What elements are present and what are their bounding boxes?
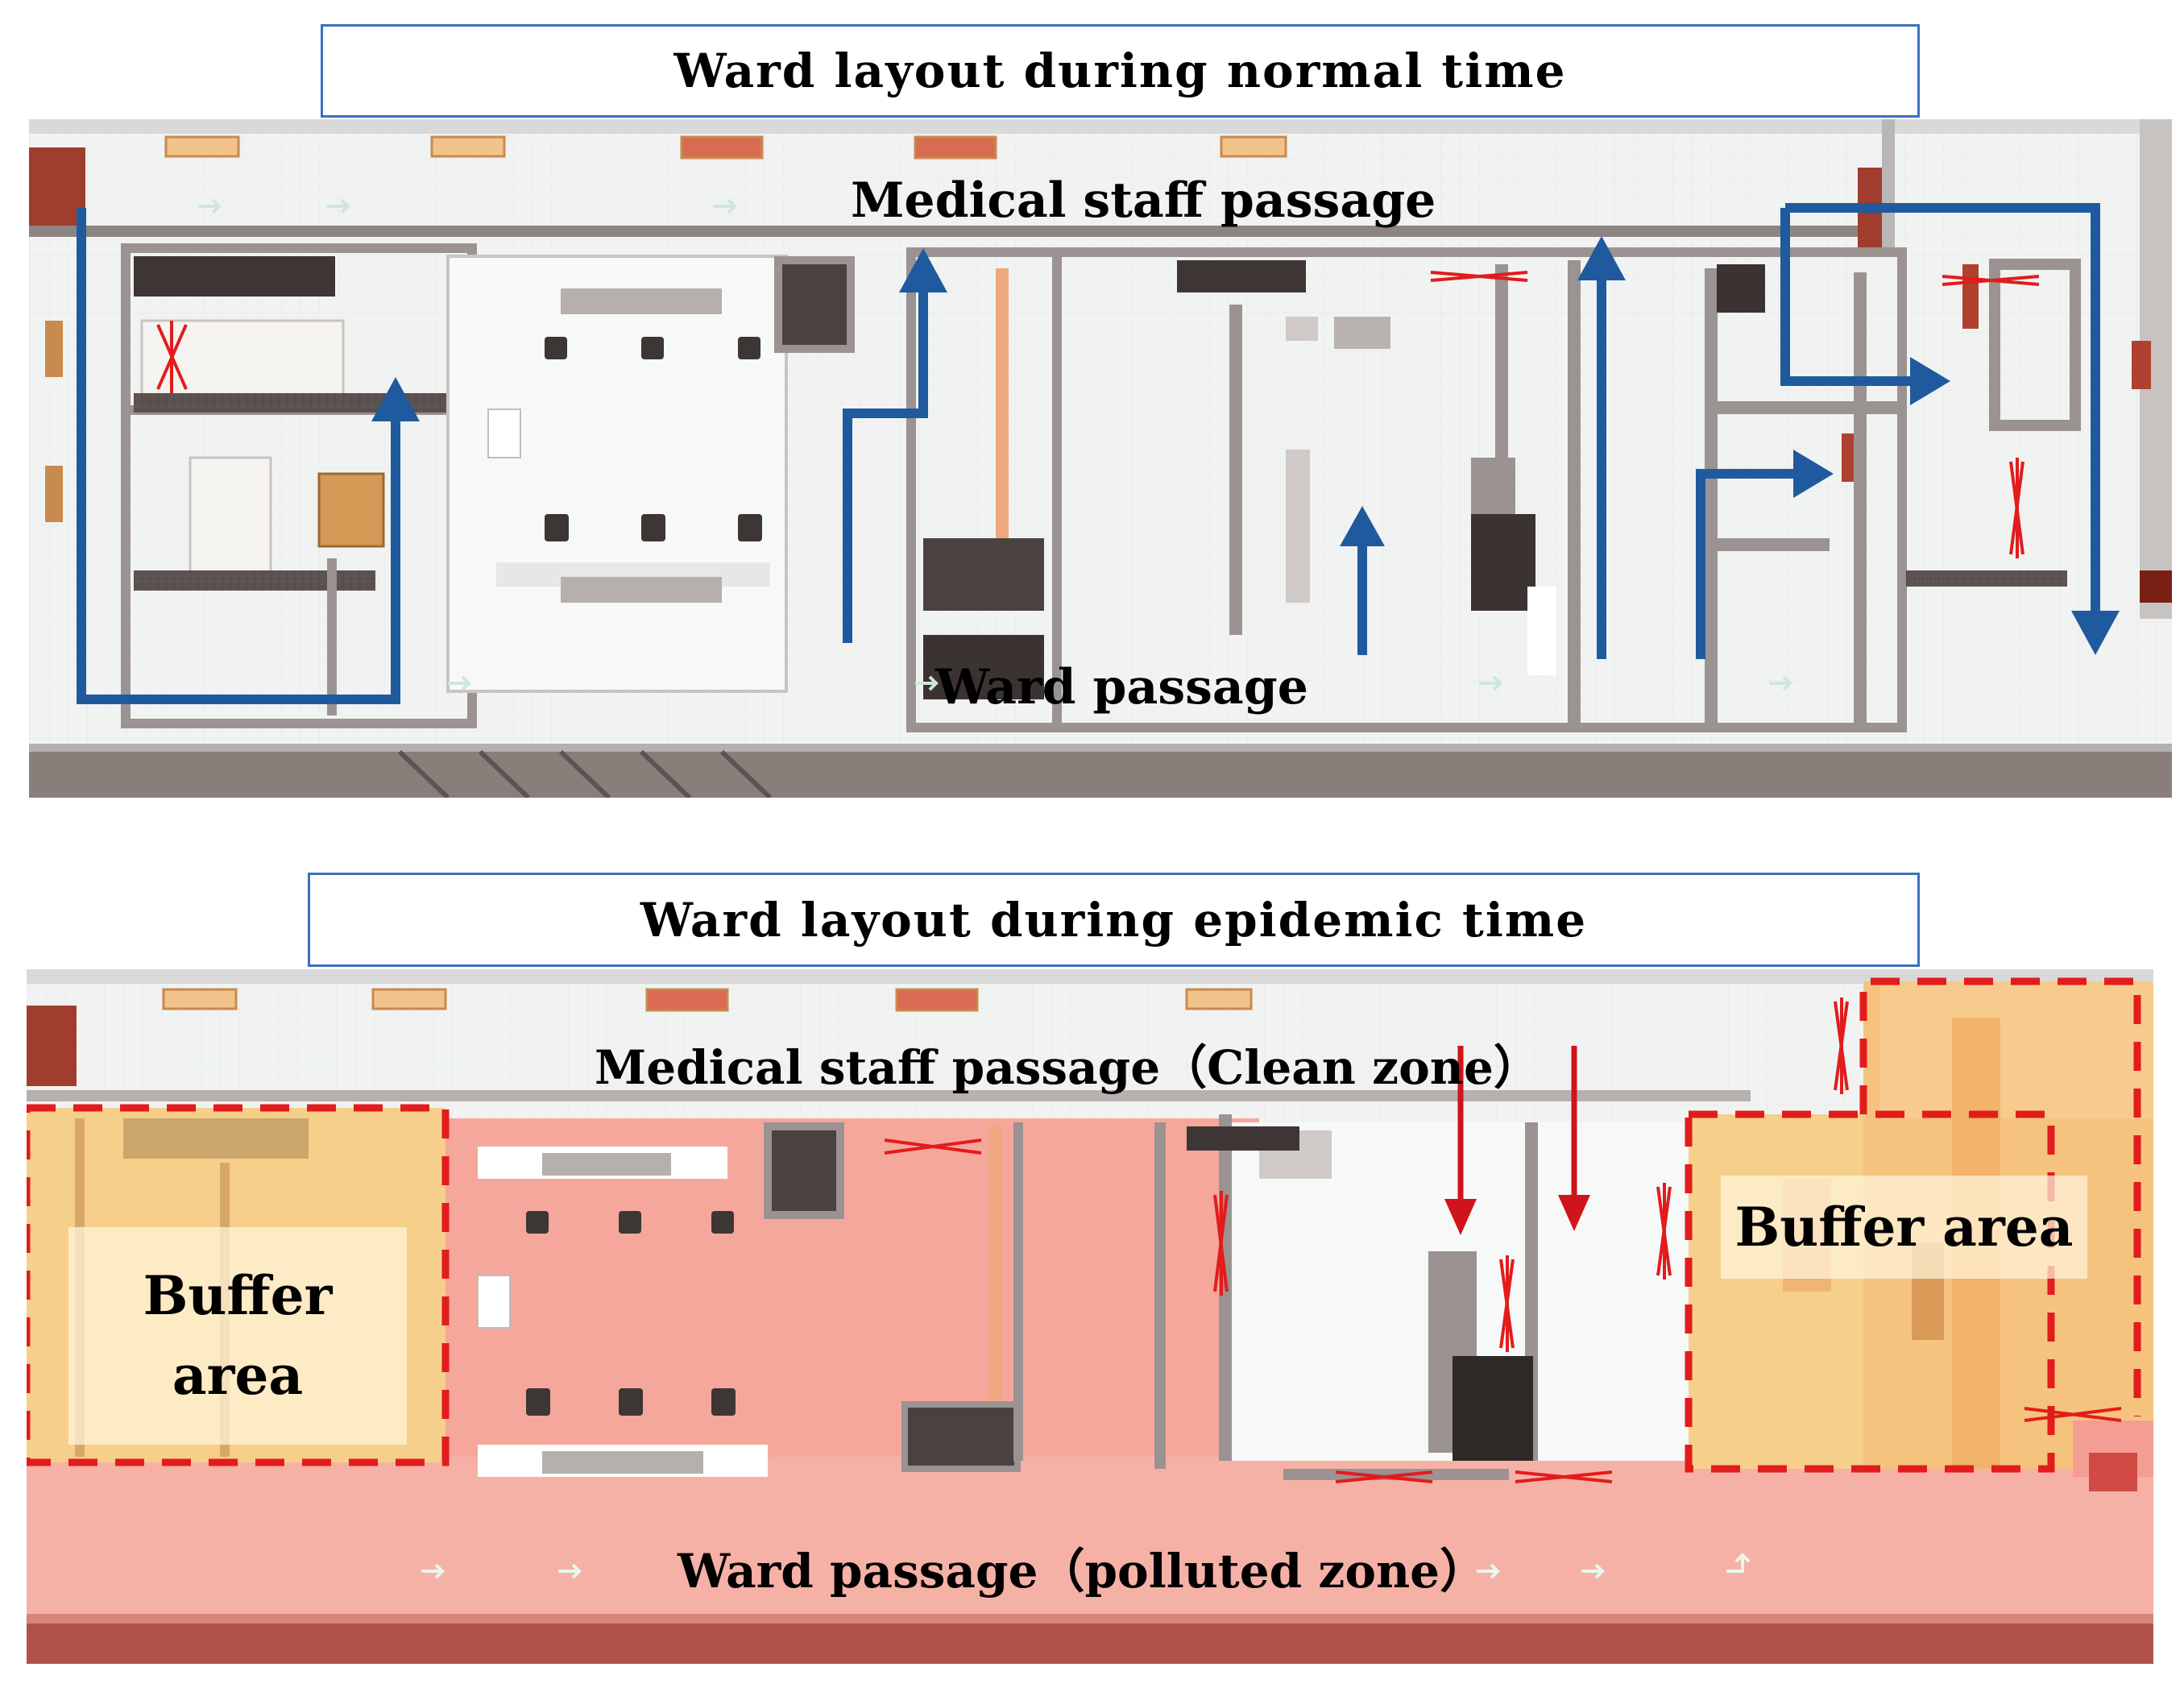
nurse-station-room	[446, 255, 788, 693]
epidemic-staff-passage-label: Medical staff passage（Clean zone）	[595, 1040, 1540, 1095]
epidemic-ward-passage-label: Ward passage（polluted zone）	[678, 1544, 1487, 1599]
left-door-icon	[29, 147, 85, 236]
left-buffer-label-card: Buffer area	[68, 1227, 407, 1445]
middle-room-block	[906, 247, 2081, 732]
closed-door-marks	[156, 271, 2040, 558]
normal-floor-plan: Medical staff passage Ward passage	[29, 119, 2172, 798]
right-buffer-label: Buffer area	[1734, 1195, 2074, 1259]
ceiling-lamps	[164, 135, 1287, 160]
epidemic-floor-plan-drawing	[27, 969, 2153, 1664]
arrowhead-icons	[371, 236, 2120, 655]
normal-ward-passage-label: Ward passage	[935, 659, 1308, 715]
normal-floor-plan-drawing	[29, 119, 2172, 798]
normal-layout-title: Ward layout during normal time	[673, 44, 1567, 98]
right-buffer-label-card: Buffer area	[1721, 1176, 2087, 1279]
epidemic-floor-plan: Buffer area Buffer area Medical staff pa…	[27, 969, 2153, 1664]
epidemic-flow-arrows	[1444, 1046, 1590, 1235]
polluted-zone	[27, 1118, 2153, 1664]
left-buffer-label-line1: Buffer	[143, 1264, 333, 1327]
epidemic-closed-marks	[884, 997, 2122, 1483]
normal-staff-passage-label: Medical staff passage	[851, 172, 1436, 229]
clean-rooms	[1187, 1114, 1714, 1480]
normal-layout-title-box: Ward layout during normal time	[321, 24, 1920, 118]
epidemic-nurse-station	[477, 1122, 1166, 1477]
epidemic-layout-title: Ward layout during epidemic time	[640, 892, 1588, 948]
left-buffer-label-line2: area	[172, 1344, 304, 1407]
epidemic-layout-title-box: Ward layout during epidemic time	[308, 873, 1920, 967]
